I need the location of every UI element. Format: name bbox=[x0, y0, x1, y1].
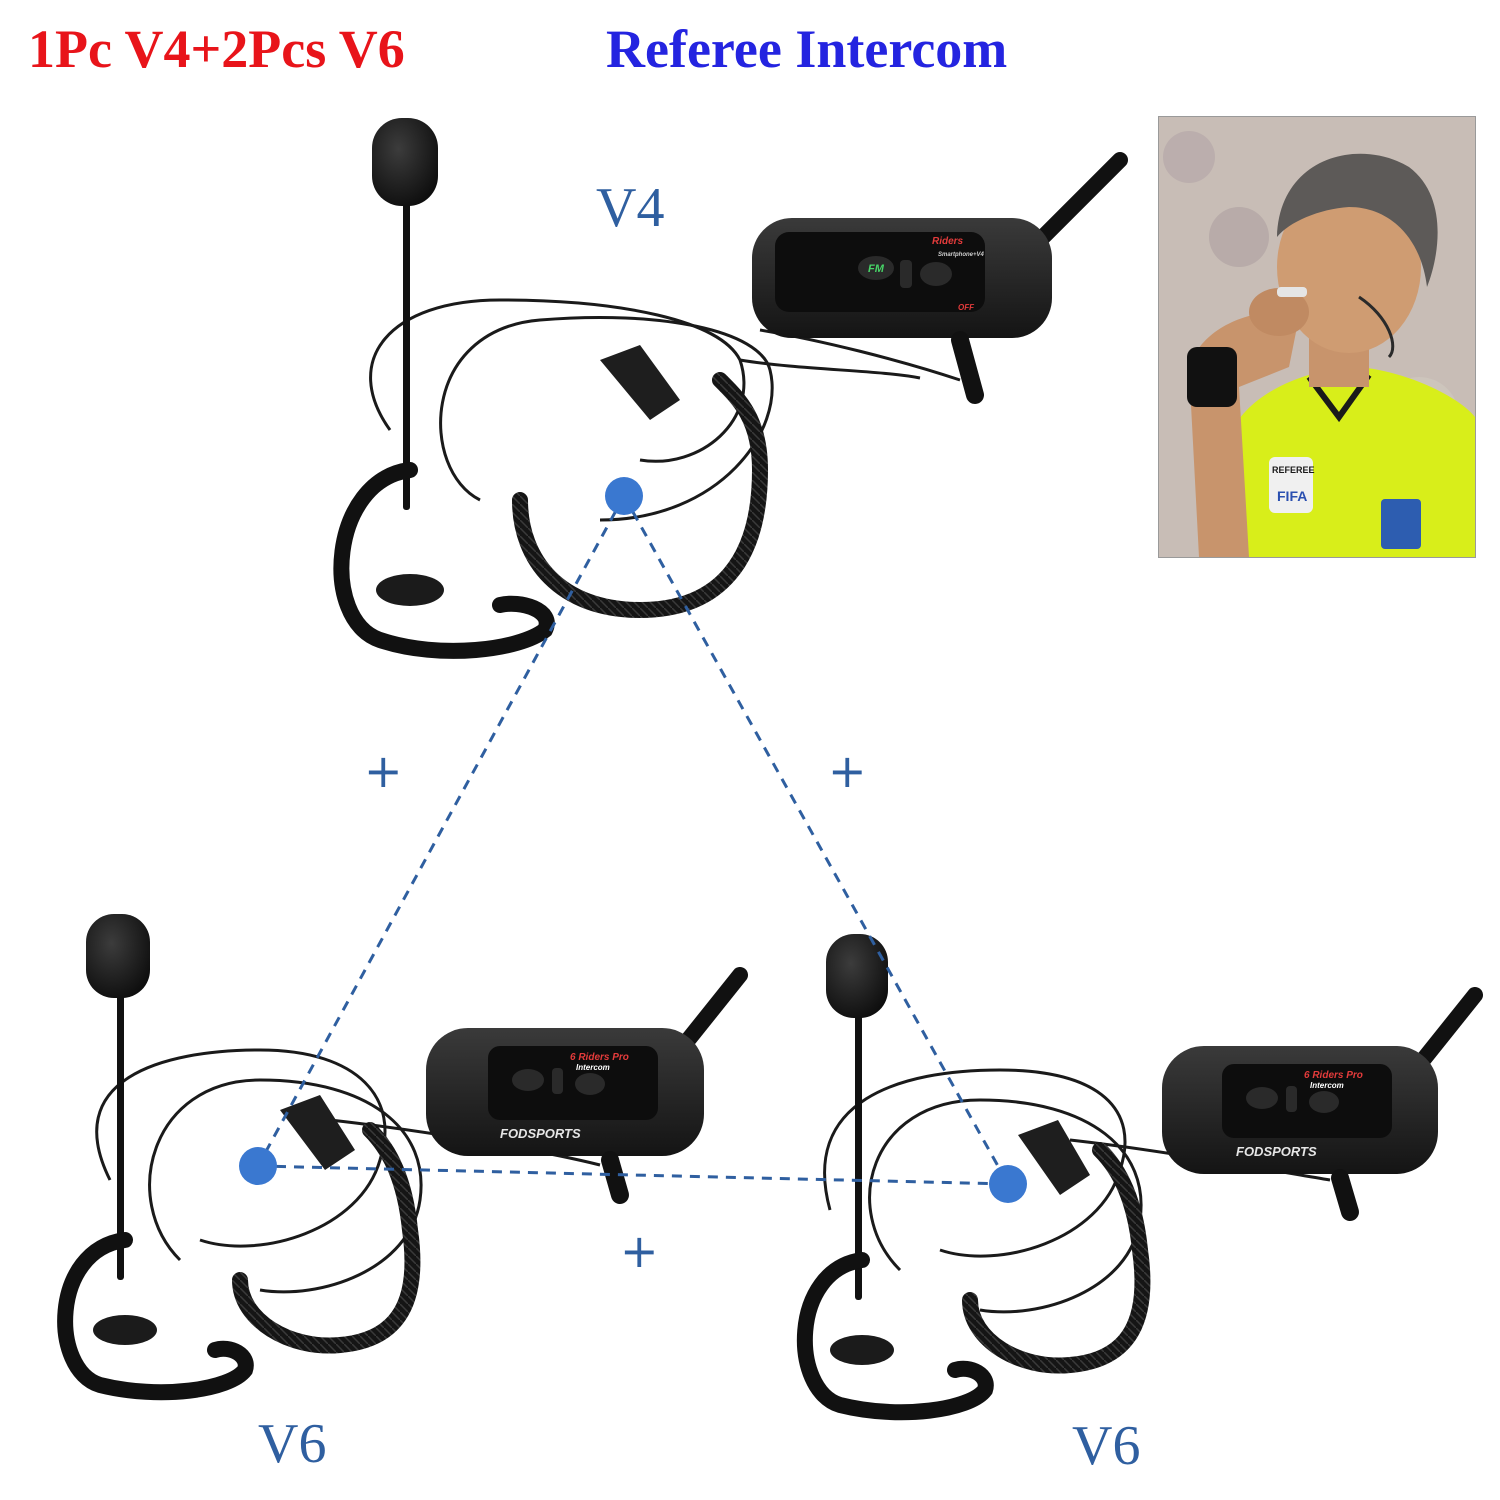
v6l-antenna bbox=[672, 967, 748, 1058]
v6r-device: 6 Riders Pro Intercom FODSPORTS bbox=[1162, 987, 1483, 1221]
v6r-ear-hook bbox=[796, 1252, 994, 1421]
v6r-coiled-cord bbox=[962, 1142, 1151, 1374]
v6r-phone-button bbox=[1246, 1087, 1278, 1109]
connection-diagram bbox=[239, 477, 1027, 1203]
plus-sign-left: + bbox=[364, 744, 403, 798]
v4-cable-loop-2 bbox=[439, 315, 774, 522]
v6l-brand-label: 6 Riders Pro bbox=[570, 1052, 629, 1063]
referee-face bbox=[1277, 181, 1421, 353]
v4-fm-button bbox=[858, 256, 894, 280]
v6l-mic-foam bbox=[86, 914, 150, 998]
link-v4-to-v6-right bbox=[622, 495, 1010, 1185]
v6r-model-label: Intercom bbox=[1310, 1081, 1344, 1090]
node-v6-right bbox=[989, 1165, 1027, 1203]
v4-device: FM Riders Smartphone+V4 OFF bbox=[752, 152, 1128, 404]
v6r-clip bbox=[1018, 1120, 1090, 1195]
v6l-device: 6 Riders Pro Intercom FODSPORTS bbox=[426, 967, 748, 1204]
v6r-center-button bbox=[1286, 1086, 1297, 1112]
v6r-mic-boom bbox=[855, 990, 862, 1300]
v6l-model-label: Intercom bbox=[576, 1063, 610, 1072]
v6r-cable-loop-2 bbox=[868, 1098, 1143, 1314]
v6l-ear-hook bbox=[57, 1232, 254, 1401]
title-product-bundle: 1Pc V4+2Pcs V6 bbox=[28, 19, 405, 79]
v6l-earpiece bbox=[93, 1315, 157, 1345]
v4-fm-label: FM bbox=[868, 263, 885, 275]
v6r-logo: FODSPORTS bbox=[1236, 1144, 1317, 1159]
v4-antenna bbox=[1032, 152, 1128, 248]
referee-hair bbox=[1277, 153, 1438, 287]
v6-headset-right: 6 Riders Pro Intercom FODSPORTS bbox=[796, 934, 1483, 1421]
v6l-clip bbox=[280, 1095, 355, 1170]
v6r-moto-button bbox=[1309, 1091, 1339, 1113]
label-v4: V4 bbox=[596, 177, 665, 239]
label-v6-right: V6 bbox=[1072, 1415, 1141, 1477]
v6l-jack bbox=[601, 1151, 629, 1204]
v4-headset: FM Riders Smartphone+V4 OFF bbox=[333, 118, 1128, 659]
v4-mic-foam bbox=[372, 118, 438, 206]
referee-illustration: REFEREE FIFA bbox=[1159, 117, 1475, 557]
v4-off-label: OFF bbox=[958, 303, 975, 312]
v4-cable-loop-1 bbox=[369, 298, 746, 463]
whistle bbox=[1277, 287, 1307, 297]
v6r-brand-label: 6 Riders Pro bbox=[1304, 1070, 1363, 1081]
v6r-jack bbox=[1331, 1169, 1359, 1221]
v4-jack bbox=[951, 331, 984, 404]
title-referee-intercom: Referee Intercom bbox=[606, 19, 1008, 79]
v6l-control-panel bbox=[488, 1046, 658, 1120]
wristband bbox=[1187, 347, 1237, 407]
v6r-control-panel bbox=[1222, 1064, 1392, 1138]
fifa-badge-text: FIFA bbox=[1277, 488, 1307, 504]
plus-sign-right: + bbox=[828, 744, 867, 798]
v4-cable-strand bbox=[739, 358, 921, 380]
v4-model-label: Smartphone+V4 bbox=[938, 252, 985, 258]
v6l-mic-boom bbox=[117, 970, 124, 1280]
v6-headset-left: 6 Riders Pro Intercom FODSPORTS bbox=[57, 914, 748, 1401]
v4-center-button bbox=[900, 260, 912, 288]
v6l-coiled-cord bbox=[232, 1122, 421, 1354]
v6l-logo: FODSPORTS bbox=[500, 1126, 581, 1141]
referee-photo: REFEREE FIFA bbox=[1158, 116, 1476, 558]
plus-sign-bottom: + bbox=[620, 1224, 659, 1278]
v4-mic-boom bbox=[403, 180, 410, 510]
v6r-mic-foam bbox=[826, 934, 888, 1018]
label-v6-left: V6 bbox=[258, 1413, 327, 1475]
v6l-phone-button bbox=[512, 1069, 544, 1091]
v6r-earpiece bbox=[830, 1335, 894, 1365]
referee-badge bbox=[1269, 457, 1313, 513]
v6l-moto-button bbox=[575, 1073, 605, 1095]
v4-earpiece bbox=[376, 574, 444, 606]
v4-clip bbox=[600, 345, 680, 420]
node-v4 bbox=[605, 477, 643, 515]
v6l-cable-loop-2 bbox=[148, 1078, 423, 1294]
fair-play-patch bbox=[1381, 499, 1421, 549]
referee-badge-text: REFEREE bbox=[1272, 465, 1315, 475]
v6r-antenna bbox=[1407, 987, 1483, 1078]
v4-coiled-cord bbox=[512, 372, 769, 619]
v4-phone-button bbox=[920, 262, 952, 286]
link-v4-to-v6-left bbox=[256, 495, 626, 1167]
v4-ear-hook bbox=[333, 462, 555, 659]
v4-brand-label: Riders bbox=[932, 236, 964, 247]
v6l-center-button bbox=[552, 1068, 563, 1094]
node-v6-left bbox=[239, 1147, 277, 1185]
